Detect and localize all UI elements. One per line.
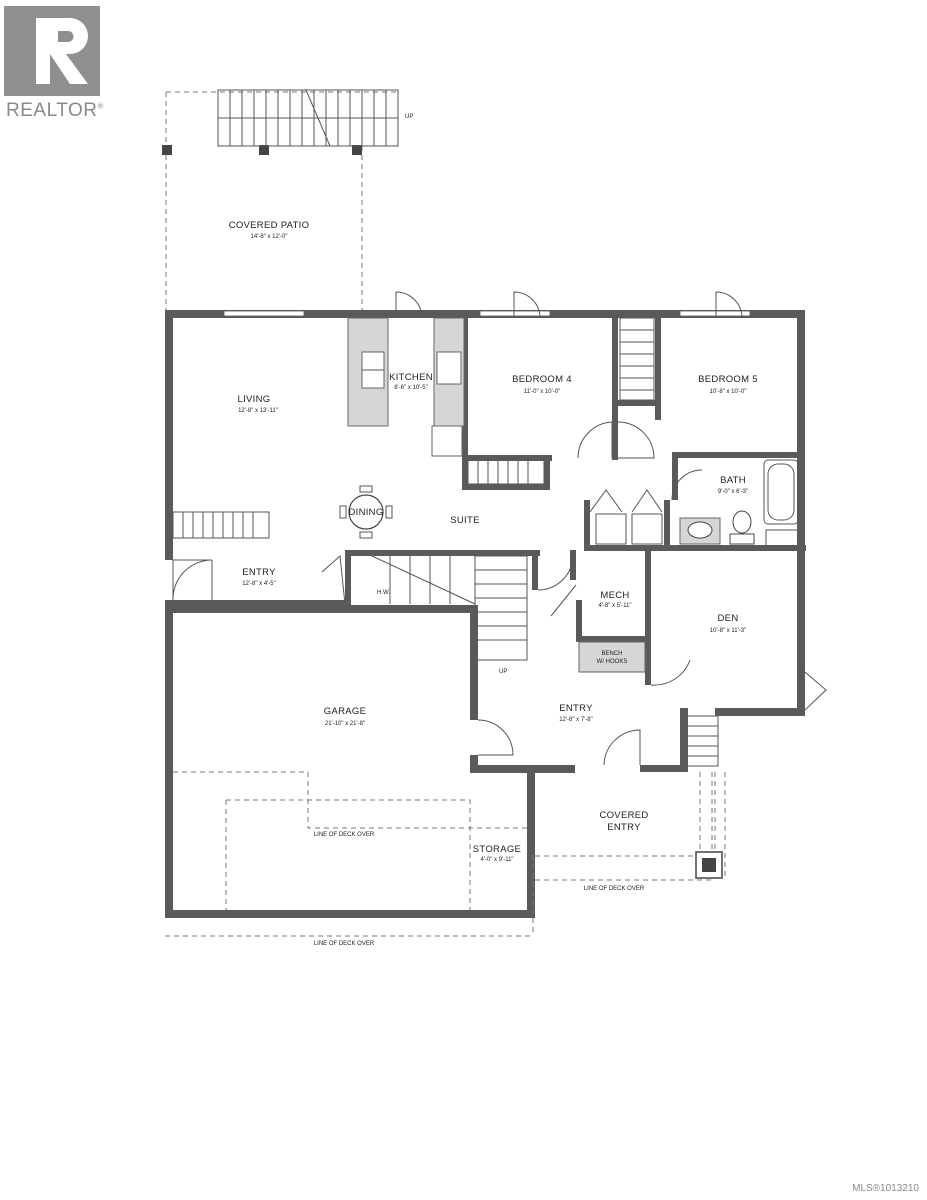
plan-notes: UP UP H.W. BENCH W/ HOOKS LINE OF DECK O… [314, 114, 645, 947]
den-label: DEN [718, 613, 739, 624]
covered-entry-label-2: ENTRY [607, 822, 641, 833]
entry-post [695, 851, 723, 879]
bath-label: BATH [720, 475, 746, 486]
den-dim: 10'-8" x 11'-3" [710, 628, 746, 634]
kitchen-dim: 8'-6" x 10'-5" [394, 385, 428, 391]
hw-note: H.W. [377, 590, 390, 596]
deck-over-entry-note: LINE OF DECK OVER [584, 886, 645, 892]
suite-entry-dim: 12'-8" x 4'-5" [242, 581, 276, 587]
garage-dim: 21'-10" x 21'-8" [325, 721, 365, 727]
bedroom5-dim: 10'-8" x 10'-0" [710, 389, 747, 395]
covered-entry-label-1: COVERED [599, 810, 648, 821]
bench-note-1: BENCH [601, 651, 622, 657]
main-entry-dim: 12'-8" x 7'-8" [559, 717, 593, 723]
kitchen-counters [347, 317, 465, 457]
storage-dim: 4'-0" x 9'-11" [480, 857, 513, 863]
main-entry-label: ENTRY [559, 703, 593, 714]
suite-label: SUITE [450, 515, 479, 526]
bench [578, 641, 646, 673]
bedroom4-dim: 11'-0" x 10'-0" [524, 389, 560, 395]
interior-stairs [371, 555, 528, 661]
living-label: LIVING [238, 394, 271, 405]
windows [223, 310, 751, 317]
storage-label: STORAGE [473, 844, 521, 855]
realtor-wordmark: REALTOR® [6, 100, 104, 121]
garage-label: GARAGE [324, 706, 366, 717]
bath-dim: 9'-0" x 6'-3" [718, 489, 748, 495]
realtor-logo-icon [4, 6, 100, 96]
deck-over-bottom-note: LINE OF DECK OVER [314, 941, 375, 947]
dining-label: DINING [348, 507, 383, 518]
suite-entry-label: ENTRY [242, 567, 276, 578]
bench-note-2: W/ HOOKS [597, 659, 628, 665]
deck-over-lines [165, 771, 726, 937]
covered-patio-label: COVERED PATIO [229, 220, 310, 231]
room-labels: COVERED PATIO 14'-8" x 12'-0" LIVING 12'… [229, 220, 758, 863]
mech-label: MECH [600, 590, 629, 601]
deck-over-garage-note: LINE OF DECK OVER [314, 832, 375, 838]
up-stair-note: UP [499, 669, 507, 675]
bath-fixtures [595, 459, 799, 547]
patio-stairs [217, 89, 399, 147]
living-dim: 12'-8" x 13'-11" [238, 408, 278, 414]
mls-number: MLS®1013210 [852, 1183, 919, 1194]
closets [172, 317, 719, 767]
kitchen-label: KITCHEN [389, 372, 433, 383]
bedroom4-label: BEDROOM 4 [512, 374, 572, 385]
bedroom5-label: BEDROOM 5 [698, 374, 758, 385]
mech-dim: 4'-8" x 5'-11" [598, 603, 631, 609]
dining-table [339, 485, 393, 539]
up-top-note: UP [405, 114, 413, 120]
covered-patio-dim: 14'-8" x 12'-0" [251, 234, 288, 240]
doors [172, 291, 827, 766]
covered-patio-area [162, 89, 400, 310]
